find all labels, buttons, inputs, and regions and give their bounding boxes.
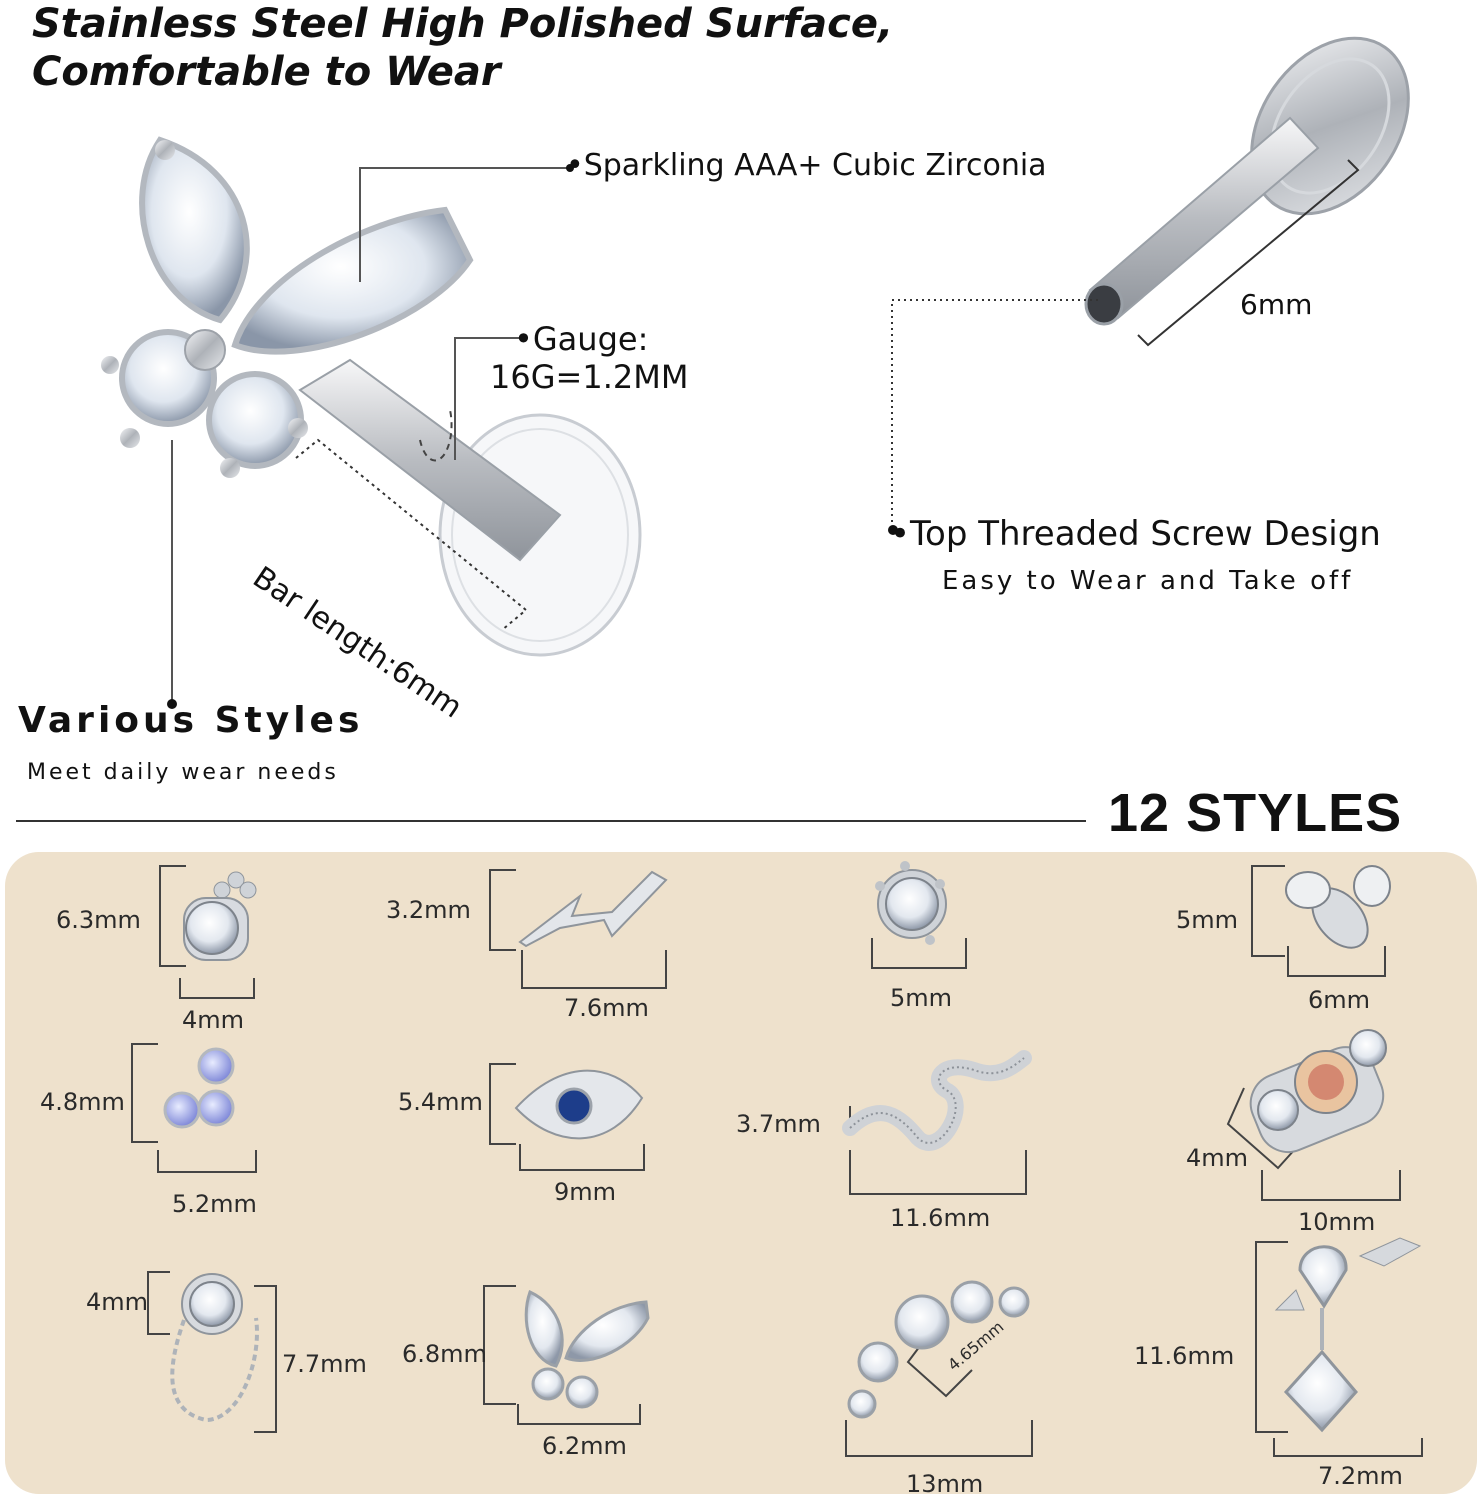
threaded-post-illustration [1084,36,1410,326]
dim-1-height: 6.3mm [56,906,141,934]
dim-12-width: 7.2mm [1318,1462,1403,1490]
styles-count-heading: 12 STYLES [1108,783,1403,843]
dim-6-height: 5.4mm [398,1088,483,1116]
product-round-cz-drop [183,871,257,961]
section-divider [16,820,1086,822]
product-arrow-heart-dangle [1274,1237,1422,1433]
various-styles-title: Various Styles [18,700,364,741]
product-ab-crystal-cluster [1249,1029,1387,1154]
dim-10-width: 6.2mm [542,1432,627,1460]
product-chain-drop [170,1273,259,1423]
dim-5-width: 5.2mm [172,1190,257,1218]
dim-10-height: 6.8mm [402,1340,487,1368]
headline-line-2: Comfortable to Wear [32,49,501,95]
butterfly-labret-illustration [101,136,642,657]
dim-5-height: 4.8mm [40,1088,125,1116]
dim-9-height: 4mm [86,1288,149,1316]
screw-design-subtitle: Easy to Wear and Take off [942,566,1354,596]
dim-9-drop: 7.7mm [282,1350,367,1378]
dim-2-height: 3.2mm [386,896,471,924]
gauge-value: 16G=1.2MM [490,358,689,396]
marquise-stone-left [139,136,250,324]
product-opal-trinity [163,1047,235,1129]
dim-11-width: 13mm [906,1470,984,1498]
dim-3-width: 5mm [890,984,953,1012]
dim-8-height: 4mm [1186,1144,1249,1172]
dim-6-width: 9mm [554,1178,617,1206]
product-butterfly [524,1289,650,1409]
dim-8-width: 10mm [1298,1208,1376,1236]
product-round-prong-cz [875,861,947,945]
gauge-label: •Gauge: [514,320,649,358]
dim-4-height: 5mm [1176,906,1239,934]
dim-12-height: 11.6mm [1134,1342,1235,1370]
dim-4-width: 6mm [1308,986,1371,1014]
headline-line-1: Stainless Steel High Polished Surface, [32,1,894,47]
product-evil-eye [514,1069,644,1140]
dim-7-width: 11.6mm [890,1204,991,1232]
thread-length-label: 6mm [1240,288,1313,321]
hero-illustration [101,36,1410,709]
screw-design-title: •Top Threaded Screw Design [890,514,1381,554]
dim-2-width: 7.6mm [564,994,649,1022]
product-bee [1285,865,1391,949]
product-snake [842,1050,1032,1151]
thread-opening [1084,282,1124,326]
various-styles-subtitle: Meet daily wear needs [27,760,339,785]
dim-7-height: 3.7mm [736,1110,821,1138]
dim-1-width: 4mm [182,1006,245,1034]
zirconia-callout: •Sparkling AAA+ Cubic Zirconia [566,148,1047,183]
headline: Stainless Steel High Polished Surface, C… [32,0,893,96]
product-lightning-bolt [518,870,668,948]
product-five-stone-climber [847,1280,1030,1419]
